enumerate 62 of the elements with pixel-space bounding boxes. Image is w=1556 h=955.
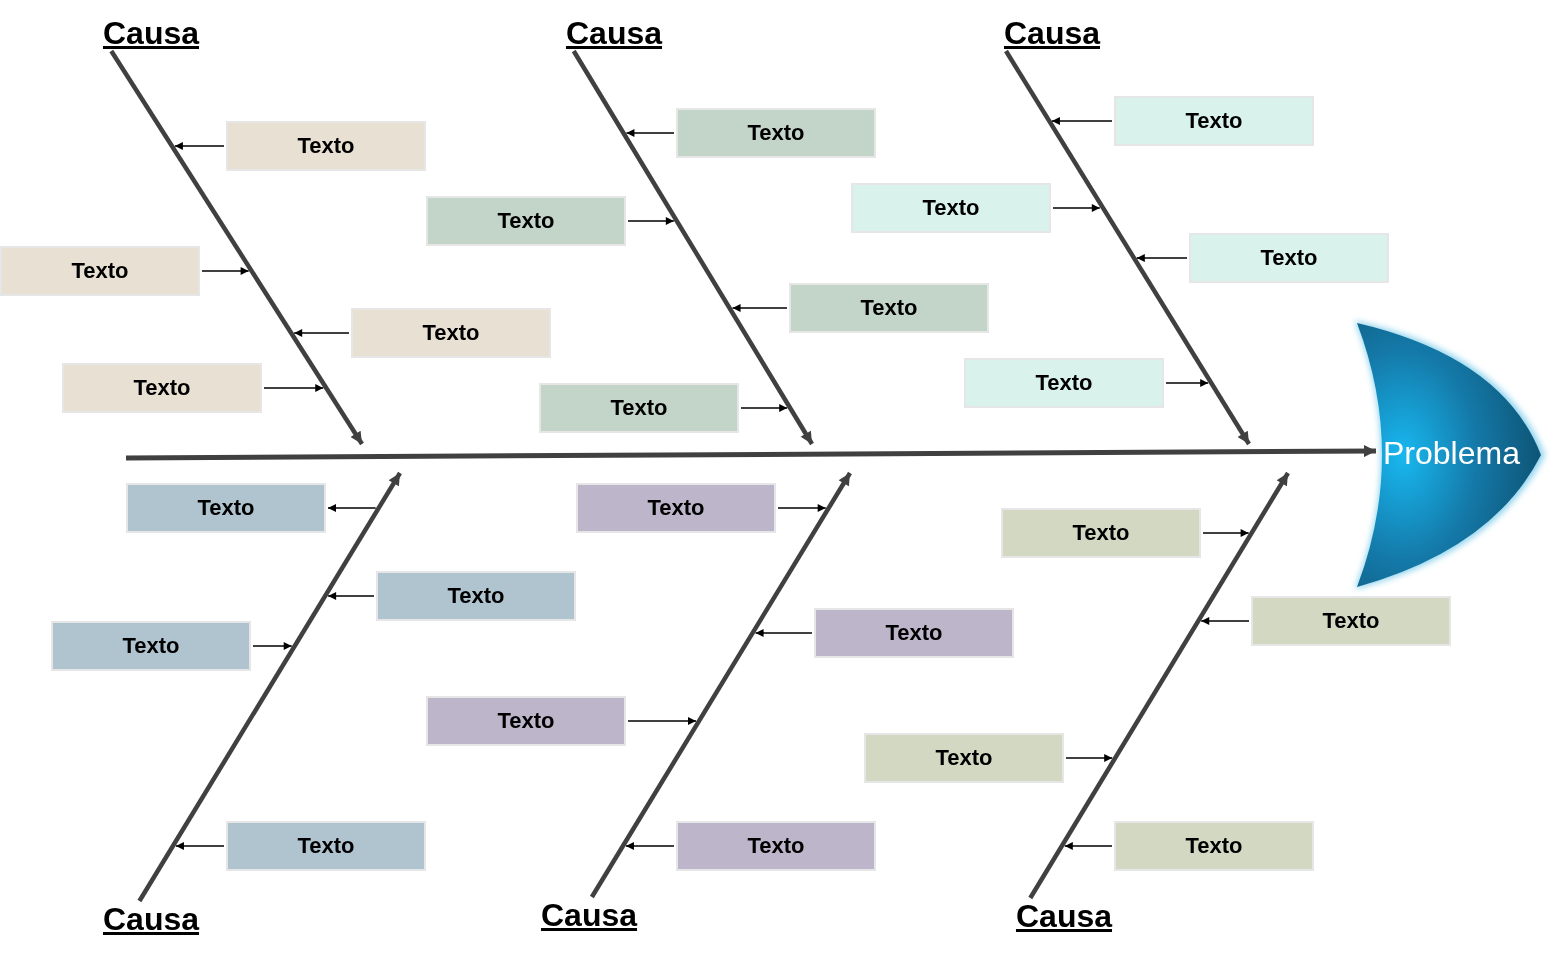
arrow — [174, 142, 225, 150]
arrow — [1165, 379, 1209, 387]
cause-label: Causa — [102, 17, 199, 49]
arrow — [1051, 117, 1113, 125]
text-box: Texto — [851, 183, 1051, 233]
bone-arrow — [109, 49, 364, 446]
arrow — [201, 267, 250, 275]
text-box: Texto — [1189, 233, 1389, 283]
arrow — [1200, 617, 1250, 625]
text-box: Texto — [864, 733, 1064, 783]
arrow — [627, 717, 697, 725]
text-box: Texto — [62, 363, 262, 413]
text-box: Texto — [676, 821, 876, 871]
arrow — [1065, 754, 1113, 762]
arrow — [1136, 254, 1188, 262]
cause-label: Causa — [102, 903, 199, 935]
text-box: Texto — [426, 196, 626, 246]
text-box: Texto — [1114, 96, 1314, 146]
text-box: Texto — [51, 621, 251, 671]
spine-arrow — [126, 445, 1376, 461]
bone-arrow — [589, 471, 852, 899]
text-box: Texto — [1251, 596, 1451, 646]
arrow — [754, 629, 813, 637]
text-box: Texto — [676, 108, 876, 158]
text-box: Texto — [964, 358, 1164, 408]
arrow — [252, 642, 293, 650]
text-box: Texto — [226, 821, 426, 871]
text-box: Texto — [814, 608, 1014, 658]
text-box: Texto — [226, 121, 426, 171]
cause-label: Causa — [1003, 17, 1100, 49]
arrow — [625, 129, 675, 137]
cause-label: Causa — [1015, 900, 1112, 932]
bone-arrow — [571, 49, 814, 446]
arrow — [627, 217, 675, 225]
bone-arrow — [137, 471, 402, 903]
arrow — [1202, 529, 1250, 537]
text-box: Texto — [1114, 821, 1314, 871]
arrow — [1052, 204, 1101, 212]
arrow — [731, 304, 788, 312]
arrow — [740, 404, 788, 412]
text-box: Texto — [0, 246, 200, 296]
text-box: Texto — [576, 483, 776, 533]
arrow — [625, 842, 675, 850]
bone-arrow — [1004, 49, 1251, 446]
arrow — [327, 592, 375, 600]
cause-label: Causa — [540, 899, 637, 931]
problem-label: Problema — [1383, 437, 1520, 469]
arrow — [293, 329, 350, 337]
text-box: Texto — [376, 571, 576, 621]
text-box: Texto — [426, 696, 626, 746]
arrow — [777, 504, 827, 512]
bone-arrow — [1028, 471, 1290, 900]
cause-label: Causa — [565, 17, 662, 49]
text-box: Texto — [126, 483, 326, 533]
arrow — [175, 842, 225, 850]
text-box: Texto — [789, 283, 989, 333]
arrow — [1064, 842, 1113, 850]
text-box: Texto — [351, 308, 551, 358]
arrow — [263, 384, 325, 392]
arrow — [327, 504, 377, 512]
text-box: Texto — [1001, 508, 1201, 558]
text-box: Texto — [539, 383, 739, 433]
